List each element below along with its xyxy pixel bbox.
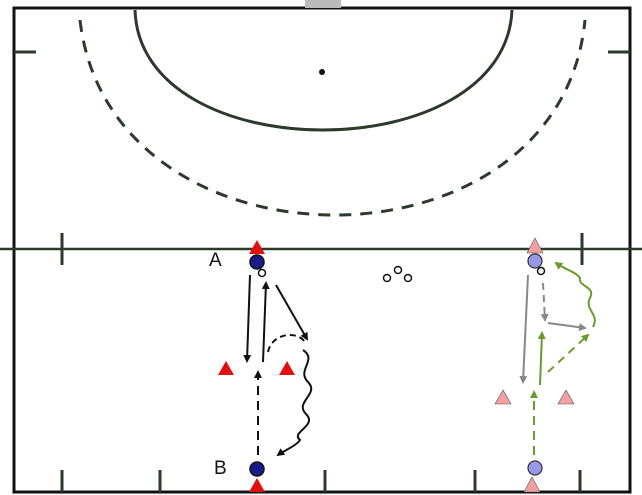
cone-pink-bottom	[523, 476, 541, 493]
player-b-icon	[249, 461, 265, 477]
cone-red-right	[279, 361, 295, 375]
penalty-spot	[319, 69, 325, 75]
arrow-grey	[519, 274, 587, 384]
ball-icon	[257, 268, 267, 278]
hash-marks	[60, 233, 584, 492]
player-lilac-top-icon	[527, 253, 543, 269]
player-a-label: A	[209, 250, 222, 271]
arrow-black	[243, 274, 313, 457]
arrow-green	[530, 261, 596, 455]
ball-icon	[536, 266, 546, 276]
player-a-icon	[249, 254, 265, 270]
cone-red-left	[218, 361, 234, 375]
cone-red-top	[249, 240, 265, 254]
player-b-label: B	[214, 458, 227, 479]
cone-pink-top	[526, 237, 544, 254]
cone-pink-left	[494, 389, 512, 405]
player-lilac-bottom-icon	[527, 460, 543, 476]
cone-pink-right	[557, 389, 575, 405]
cone-red-bottom	[249, 478, 265, 492]
shooting-circle	[133, 9, 514, 132]
ball-icon	[382, 265, 413, 283]
dashed-outer-circle	[78, 19, 587, 217]
